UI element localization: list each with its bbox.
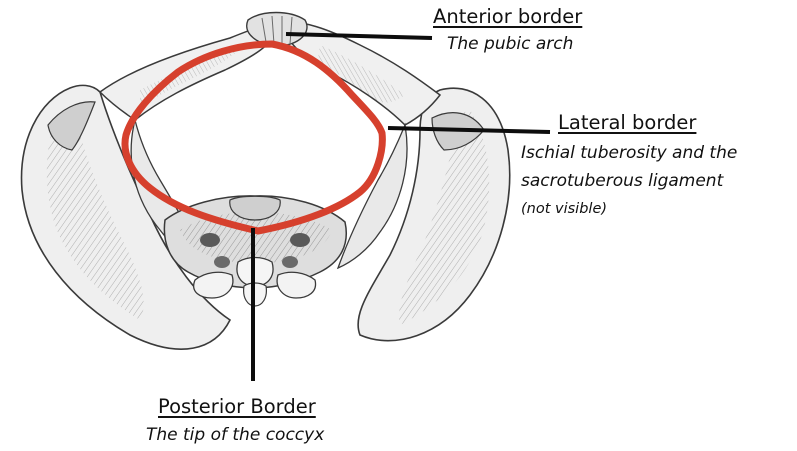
anterior-border-description: The pubic arch [447, 35, 573, 55]
posterior-border-title: Posterior Border [158, 396, 316, 418]
lateral-border-title: Lateral border [558, 112, 696, 134]
lateral-border-description-line1: Ischial tuberosity and the [521, 144, 737, 164]
lateral-border-description-line2: sacrotuberous ligament [521, 172, 723, 192]
lateral-border-note: (not visible) [521, 201, 607, 218]
posterior-border-description: The tip of the coccyx [146, 426, 324, 446]
anterior-border-title: Anterior border [433, 6, 582, 28]
lateral-leader-line [388, 128, 550, 132]
